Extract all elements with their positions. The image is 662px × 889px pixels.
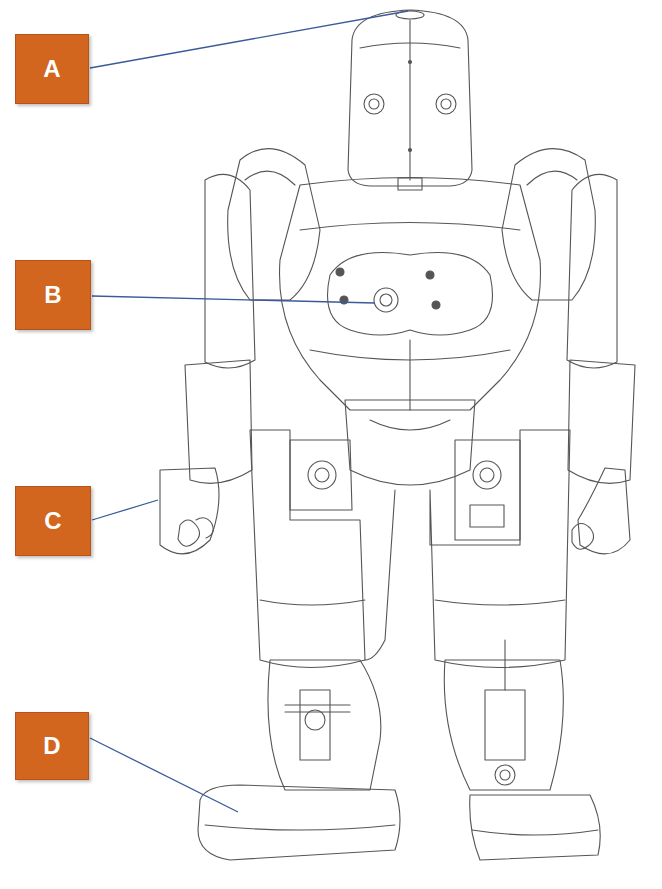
leader-lines <box>90 11 408 812</box>
callout-box: D <box>15 712 89 780</box>
callout-box: B <box>15 260 91 330</box>
callout-letter: B <box>44 283 61 307</box>
callout-letter: D <box>43 734 60 758</box>
callout-box: A <box>15 34 89 104</box>
callout-letter: C <box>44 509 61 533</box>
callout-box: C <box>15 486 91 556</box>
callout-letter: A <box>43 57 60 81</box>
